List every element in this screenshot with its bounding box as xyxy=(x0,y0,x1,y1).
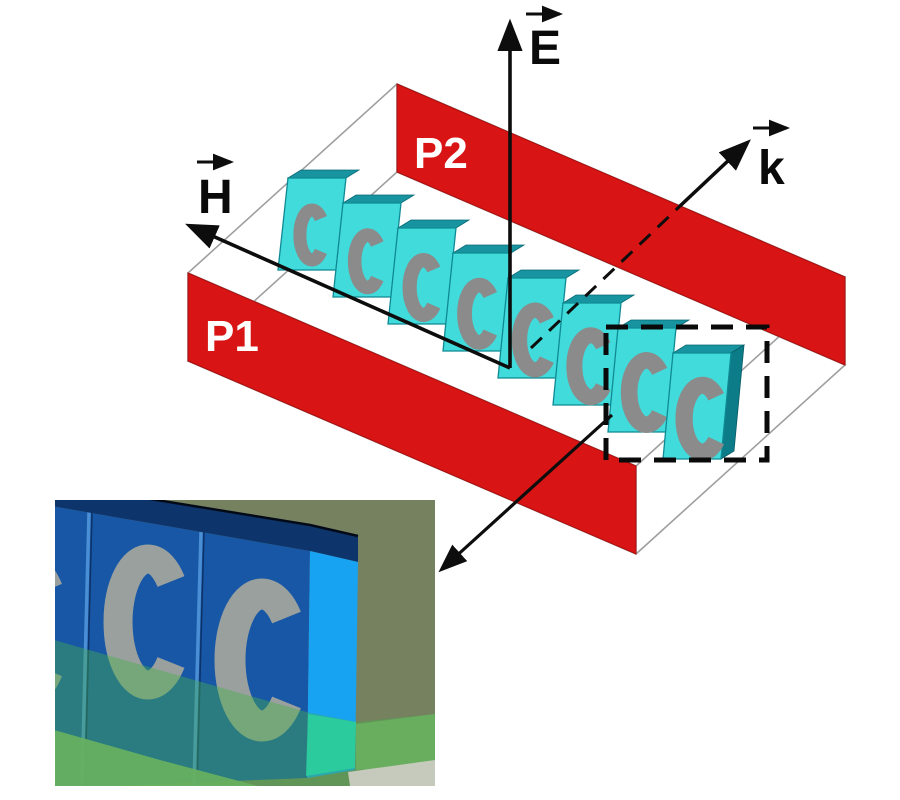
roi-dashed-box xyxy=(603,324,770,463)
srr-cell-top-face xyxy=(506,269,581,279)
srr-ring-c xyxy=(347,228,384,295)
srr-ring-c xyxy=(457,277,498,350)
inset-floor-right xyxy=(356,714,435,770)
k-vector-hidden-segment xyxy=(529,204,682,350)
inset-ring-c xyxy=(214,578,301,742)
srr-cell xyxy=(662,344,746,461)
srr-cell xyxy=(442,244,526,352)
srr-cell xyxy=(277,169,361,271)
e-label-group: E xyxy=(526,5,563,75)
srr-cell xyxy=(607,319,691,433)
plate-p1-label: P1 xyxy=(205,312,259,361)
srr-cell-top-face xyxy=(396,219,471,229)
srr-cell xyxy=(332,194,416,298)
zoom-callout-arrow xyxy=(438,413,614,573)
srr-ring-c xyxy=(566,327,611,406)
h-label: H xyxy=(198,171,233,224)
k-label: k xyxy=(758,142,785,195)
plate-p1: P1 xyxy=(187,272,637,555)
inset-ground-wedge xyxy=(348,760,435,786)
srr-ring-c xyxy=(293,203,327,267)
srr-ring-c xyxy=(402,253,441,322)
inset-rings xyxy=(55,544,301,742)
inset-ring-c xyxy=(55,570,62,690)
h-vector-line xyxy=(185,223,511,370)
srr-ring-c xyxy=(675,376,724,461)
inset-slab-top-edge xyxy=(148,500,359,538)
k-vector-line xyxy=(678,139,751,208)
e-label: E xyxy=(529,22,561,75)
srr-cell xyxy=(387,219,471,325)
inset-floor-left xyxy=(55,730,258,786)
h-label-group: H xyxy=(197,153,234,224)
srr-ring-c xyxy=(620,352,668,433)
srr-cell-top-face xyxy=(451,244,526,254)
srr-ring-c xyxy=(511,302,554,378)
inset-end-face-lower xyxy=(306,714,356,776)
k-label-group: k xyxy=(753,119,790,195)
srr-cell xyxy=(497,269,581,379)
srr-cell-top-face xyxy=(561,294,636,304)
inset-zoom-view xyxy=(55,500,435,786)
srr-cell-top-face xyxy=(286,169,361,179)
plate-p2-label: P2 xyxy=(414,129,468,178)
srr-chain xyxy=(277,169,746,461)
inset-slab-top-face xyxy=(55,500,358,562)
inset-ring-c xyxy=(103,544,185,700)
k-vector-arrow xyxy=(529,139,751,350)
srr-cell-top-face xyxy=(341,194,416,204)
